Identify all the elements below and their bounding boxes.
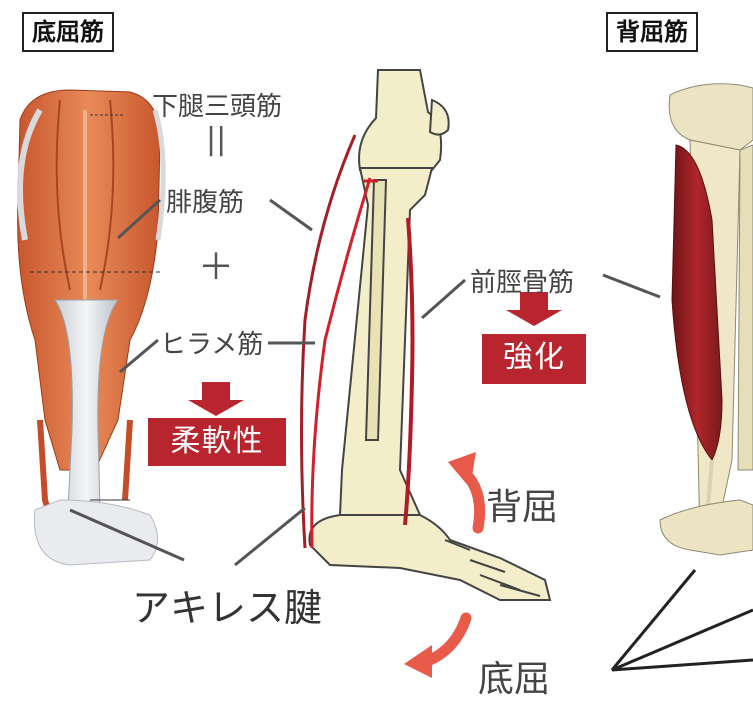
strengthen-badge: 強化 [482,334,586,384]
gastrocnemius-label: 腓腹筋 [166,182,244,219]
plantarflexion-arrowhead [404,645,432,678]
flexibility-badge: 柔軟性 [148,418,286,466]
plantarflexion-arrow-icon [430,618,466,660]
achilles-tendon-label: アキレス腱 [132,577,322,632]
tibialis-anterior-label: 前脛骨筋 [470,262,574,299]
plantar-flexors-title: 底屈筋 [22,12,114,52]
plantarflexion-label: 底屈 [478,650,550,702]
soleus-label: ヒラメ筋 [160,324,263,361]
triceps-surae-label: 下腿三頭筋 [152,86,282,123]
tibialis-anterior-illustration [660,84,753,555]
equals-sign: || [206,122,226,157]
dorsiflexion-label: 背屈 [486,478,558,530]
dorsiflexors-title: 背屈筋 [606,12,698,52]
calf-muscle-illustration [18,90,164,565]
plus-sign: ＋ [198,238,234,290]
down-arrow-flexibility [188,382,244,416]
zoom-callout-lines [612,570,753,670]
